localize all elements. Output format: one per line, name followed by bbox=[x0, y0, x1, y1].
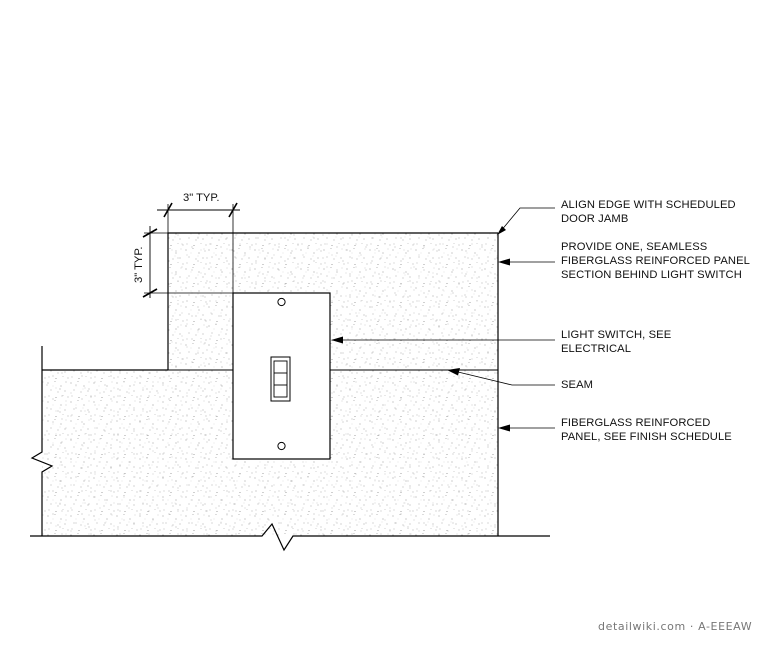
note-line: FIBERGLASS REINFORCED PANEL bbox=[561, 255, 750, 267]
note-align-edge: ALIGN EDGE WITH SCHEDULED DOOR JAMB bbox=[561, 198, 736, 226]
note-line: PROVIDE ONE, SEAMLESS bbox=[561, 241, 708, 253]
leader-seam bbox=[447, 368, 555, 386]
note-light-switch: LIGHT SWITCH, SEE ELECTRICAL bbox=[561, 328, 671, 356]
leader-light-switch bbox=[331, 336, 555, 344]
dimension-vertical bbox=[142, 226, 233, 298]
toggle-lever bbox=[273, 360, 288, 398]
cover-screw-top bbox=[277, 297, 286, 307]
note-line: LIGHT SWITCH, SEE bbox=[561, 329, 672, 341]
note-seam: SEAM bbox=[561, 378, 593, 392]
note-frp-panel: FIBERGLASS REINFORCED PANEL, SEE FINISH … bbox=[561, 416, 732, 444]
note-line: ELECTRICAL bbox=[561, 343, 632, 355]
note-line: SEAM bbox=[561, 379, 594, 391]
note-line: DOOR JAMB bbox=[561, 213, 629, 225]
cover-screw-bottom bbox=[277, 441, 286, 451]
seamless-frp-panel bbox=[167, 232, 498, 370]
leader-align-edge bbox=[497, 207, 555, 235]
credit-watermark: detailwiki.com · A-EEEAW bbox=[598, 620, 753, 633]
note-seamless-panel: PROVIDE ONE, SEAMLESS FIBERGLASS REINFOR… bbox=[561, 240, 750, 282]
note-line: ALIGN EDGE WITH SCHEDULED bbox=[561, 199, 736, 211]
dimension-horizontal bbox=[157, 202, 240, 293]
dimension-horizontal-label: 3" TYP. bbox=[183, 192, 220, 204]
dimension-vertical-label: 3" TYP. bbox=[133, 246, 145, 283]
leader-frp-panel bbox=[498, 424, 555, 432]
note-line: SECTION BEHIND LIGHT SWITCH bbox=[561, 269, 742, 281]
left-wall-break-line bbox=[30, 346, 54, 536]
note-line: PANEL, SEE FINISH SCHEDULE bbox=[561, 431, 732, 443]
leader-seamless-panel bbox=[498, 258, 555, 266]
note-line: FIBERGLASS REINFORCED bbox=[561, 417, 711, 429]
bottom-break-line bbox=[30, 522, 550, 552]
light-switch bbox=[232, 292, 331, 460]
